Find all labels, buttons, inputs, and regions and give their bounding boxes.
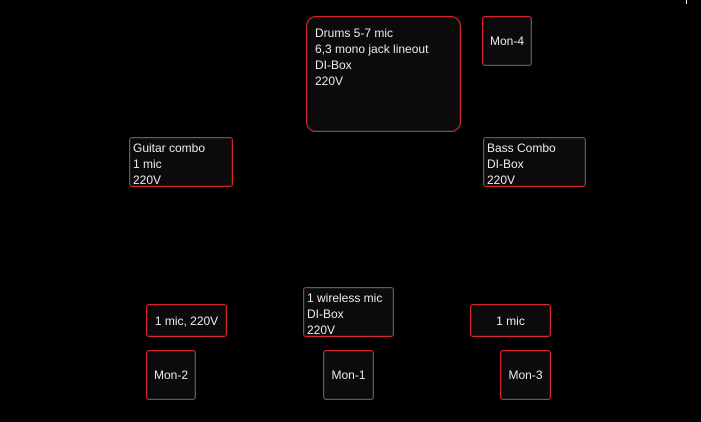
monitor-1-box[interactable]: Mon-1 — [323, 350, 374, 400]
guitar-line-3: 220V — [133, 173, 162, 187]
bass-combo-box[interactable]: Bass Combo DI-Box 220V — [483, 137, 586, 187]
guitar-line-1: Guitar combo — [133, 141, 206, 155]
monitor-1-label: Mon-1 — [331, 368, 366, 382]
bass-line-2: DI-Box — [487, 157, 524, 171]
center-vocal-line-2: DI-Box — [307, 307, 344, 321]
left-vocal-box[interactable]: 1 mic, 220V — [146, 304, 227, 337]
bass-line-1: Bass Combo — [487, 141, 556, 155]
guitar-combo-box[interactable]: Guitar combo 1 mic 220V — [129, 137, 233, 187]
left-vocal-label: 1 mic, 220V — [154, 313, 219, 328]
right-vocal-label: 1 mic — [496, 313, 525, 328]
monitor-3-label: Mon-3 — [508, 368, 543, 382]
center-vocal-box[interactable]: 1 wireless mic DI-Box 220V — [303, 287, 394, 337]
monitor-2-box[interactable]: Mon-2 — [146, 350, 196, 400]
drums-line-3: DI-Box — [315, 58, 352, 72]
guitar-line-2: 1 mic — [133, 157, 162, 171]
center-vocal-line-3: 220V — [307, 323, 336, 337]
monitor-2-label: Mon-2 — [153, 368, 188, 382]
corner-mark — [686, 0, 687, 4]
drums-box[interactable]: Drums 5-7 mic 6,3 mono jack lineout DI-B… — [306, 16, 461, 132]
monitor-4-label: Mon-4 — [489, 34, 524, 48]
drums-line-1: Drums 5-7 mic — [315, 26, 394, 40]
monitor-4-box[interactable]: Mon-4 — [482, 16, 532, 66]
drums-line-4: 220V — [315, 74, 344, 88]
center-vocal-line-1: 1 wireless mic — [307, 291, 383, 305]
monitor-3-box[interactable]: Mon-3 — [500, 350, 551, 400]
right-vocal-box[interactable]: 1 mic — [470, 304, 551, 337]
drums-line-2: 6,3 mono jack lineout — [315, 42, 429, 56]
bass-line-3: 220V — [487, 173, 516, 187]
